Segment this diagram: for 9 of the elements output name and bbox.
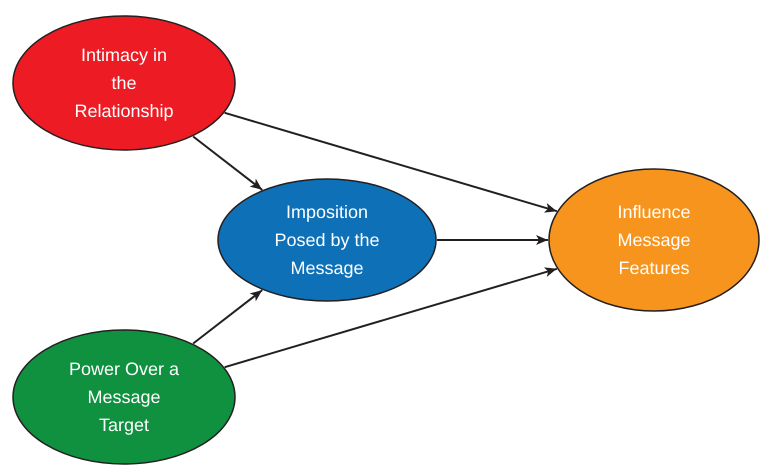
arrow — [437, 235, 548, 245]
arrow — [192, 136, 263, 191]
node-label: Influence Message Features — [616, 201, 692, 280]
node-label: Power Over a Message Target — [68, 358, 180, 437]
arrow — [224, 267, 558, 368]
arrow — [224, 112, 558, 213]
node-label: Imposition Posed by the Message — [273, 201, 381, 280]
arrow — [192, 289, 263, 344]
node-label: Intimacy in the Relationship — [74, 44, 174, 123]
